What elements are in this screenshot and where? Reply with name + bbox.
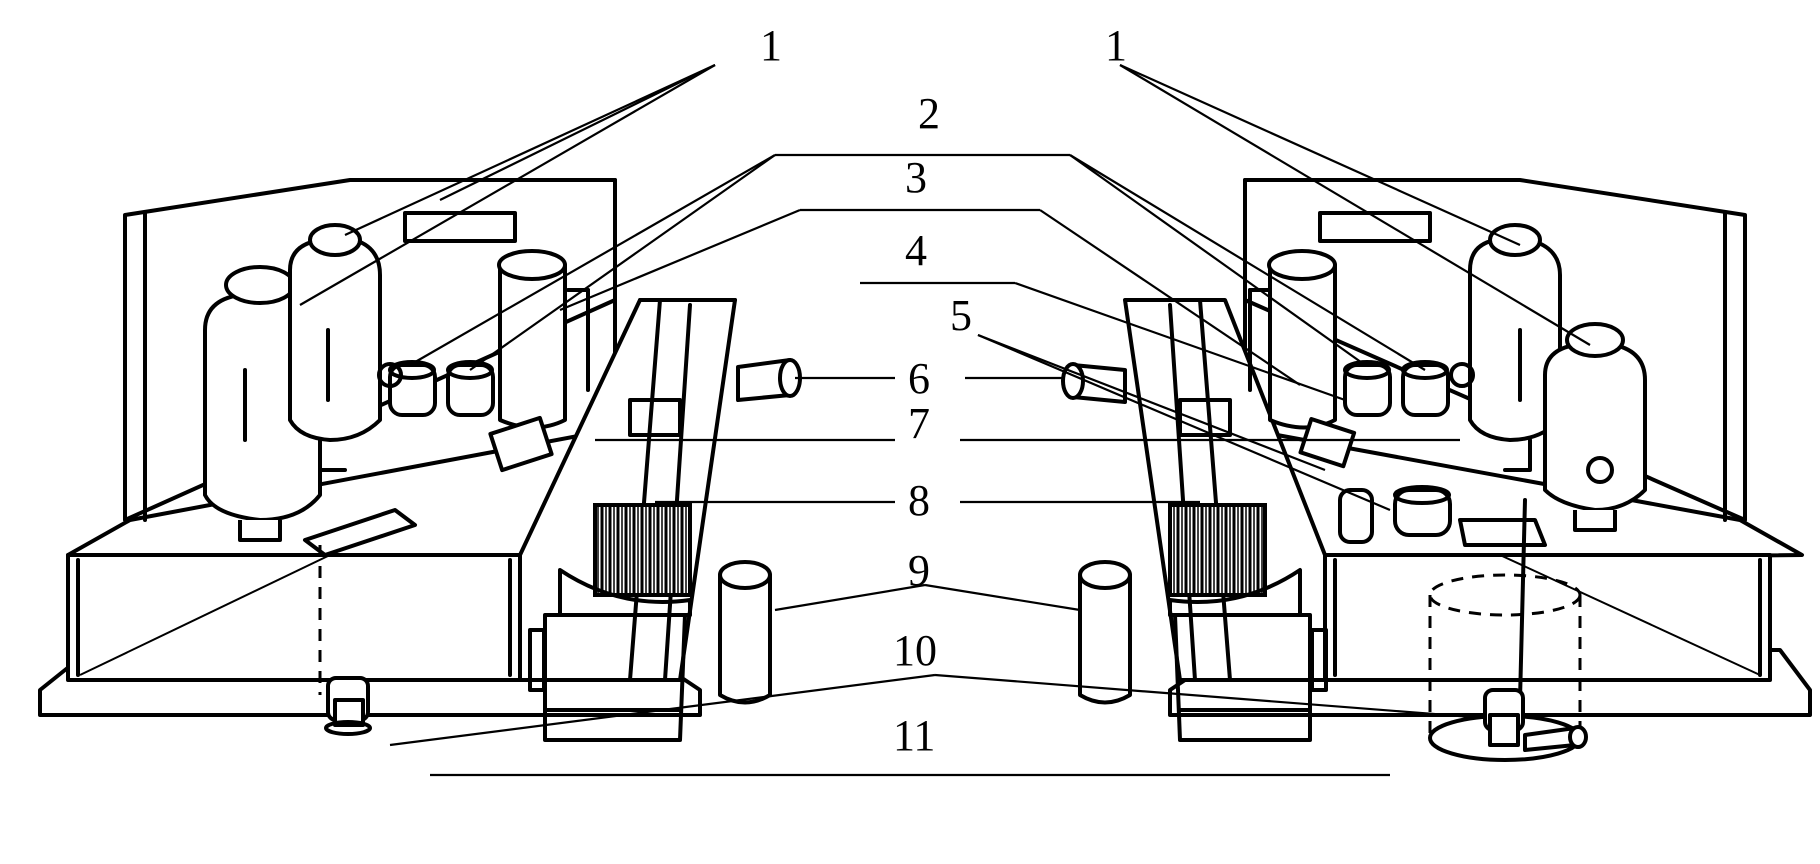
right-filter-block xyxy=(1168,503,1267,597)
left-outlet-pipe xyxy=(736,358,802,402)
right-front-panel xyxy=(1323,553,1772,682)
callout-11: 11 xyxy=(893,711,935,760)
right-outlet-pipe xyxy=(1061,362,1127,404)
left-module xyxy=(38,178,802,742)
left-sink xyxy=(303,508,417,557)
callout-8: 8 xyxy=(908,476,930,525)
callout-6: 6 xyxy=(908,354,930,403)
callout-1-left: 1 xyxy=(760,21,782,70)
callout-3: 3 xyxy=(905,153,927,202)
left-pump xyxy=(324,676,372,736)
left-dryer-back xyxy=(288,223,403,472)
callout-1-right: 1 xyxy=(1105,21,1127,70)
callout-4: 4 xyxy=(905,226,927,275)
right-drum xyxy=(1078,560,1132,705)
callout-2: 2 xyxy=(918,89,940,138)
left-pots xyxy=(388,360,495,417)
right-small-pots-floor xyxy=(1338,485,1452,544)
right-sink xyxy=(1458,518,1547,547)
callout-7: 7 xyxy=(908,399,930,448)
right-top-bracket xyxy=(1318,211,1432,243)
left-filter-block xyxy=(593,503,692,597)
right-module xyxy=(1061,178,1812,762)
callout-numbers: 1 1 2 3 4 5 6 7 8 9 10 11 xyxy=(760,21,1127,760)
callout-9: 9 xyxy=(908,546,930,595)
left-top-bracket xyxy=(403,211,517,243)
callout-5: 5 xyxy=(950,291,972,340)
left-front-panel xyxy=(66,553,522,682)
right-dryer-front xyxy=(1543,322,1647,532)
left-drum xyxy=(718,560,772,705)
leader-lines xyxy=(299,63,1591,777)
callout-10: 10 xyxy=(893,626,937,675)
right-pots xyxy=(1343,360,1450,417)
right-pump xyxy=(1483,688,1588,752)
